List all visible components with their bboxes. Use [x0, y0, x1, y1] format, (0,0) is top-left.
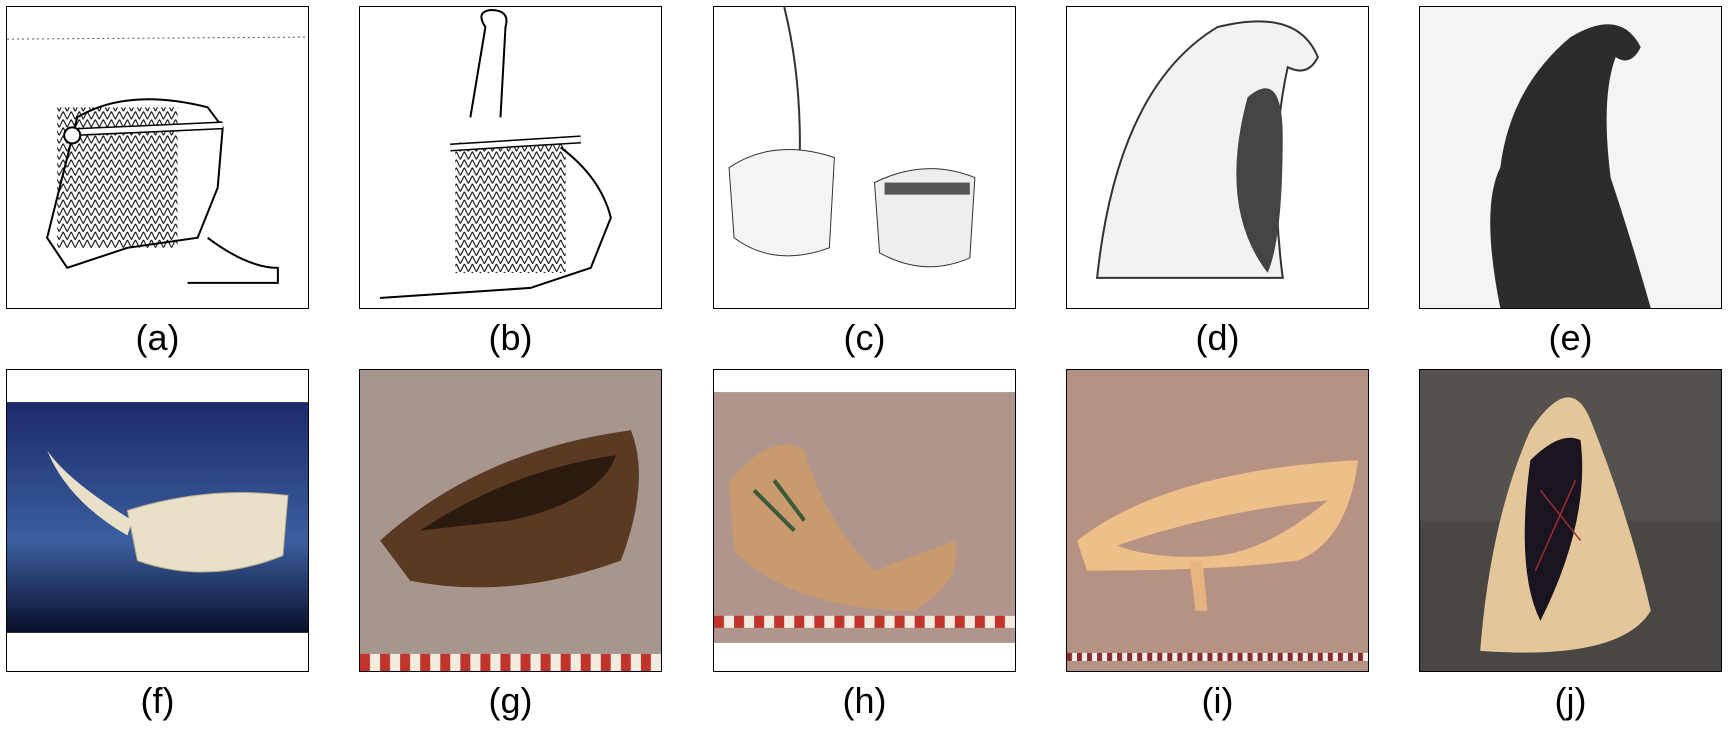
- panel-e-image: [1419, 6, 1722, 309]
- panel-i-label: (i): [1201, 680, 1234, 721]
- panel-e-label: (e): [1548, 317, 1593, 358]
- panel-j-label: (j): [1554, 680, 1587, 721]
- panel-c-image: [713, 6, 1016, 309]
- panel-d-image: [1066, 6, 1369, 309]
- panel-b-image: [359, 6, 662, 309]
- panel-c-label: (c): [843, 317, 886, 358]
- panel-h-image: [713, 369, 1016, 672]
- panel-g-image: [359, 369, 662, 672]
- panel-f-label: (f): [140, 680, 175, 721]
- panel-i-image: [1066, 369, 1369, 672]
- panel-h-label: (h): [842, 680, 887, 721]
- panel-b-label: (b): [488, 317, 533, 358]
- panel-j-image: [1419, 369, 1722, 672]
- panel-a-label: (a): [135, 317, 180, 358]
- panel-a-image: [6, 6, 309, 309]
- panel-f-image: [6, 369, 309, 672]
- panel-d-label: (d): [1195, 317, 1240, 358]
- panel-g-label: (g): [488, 680, 533, 721]
